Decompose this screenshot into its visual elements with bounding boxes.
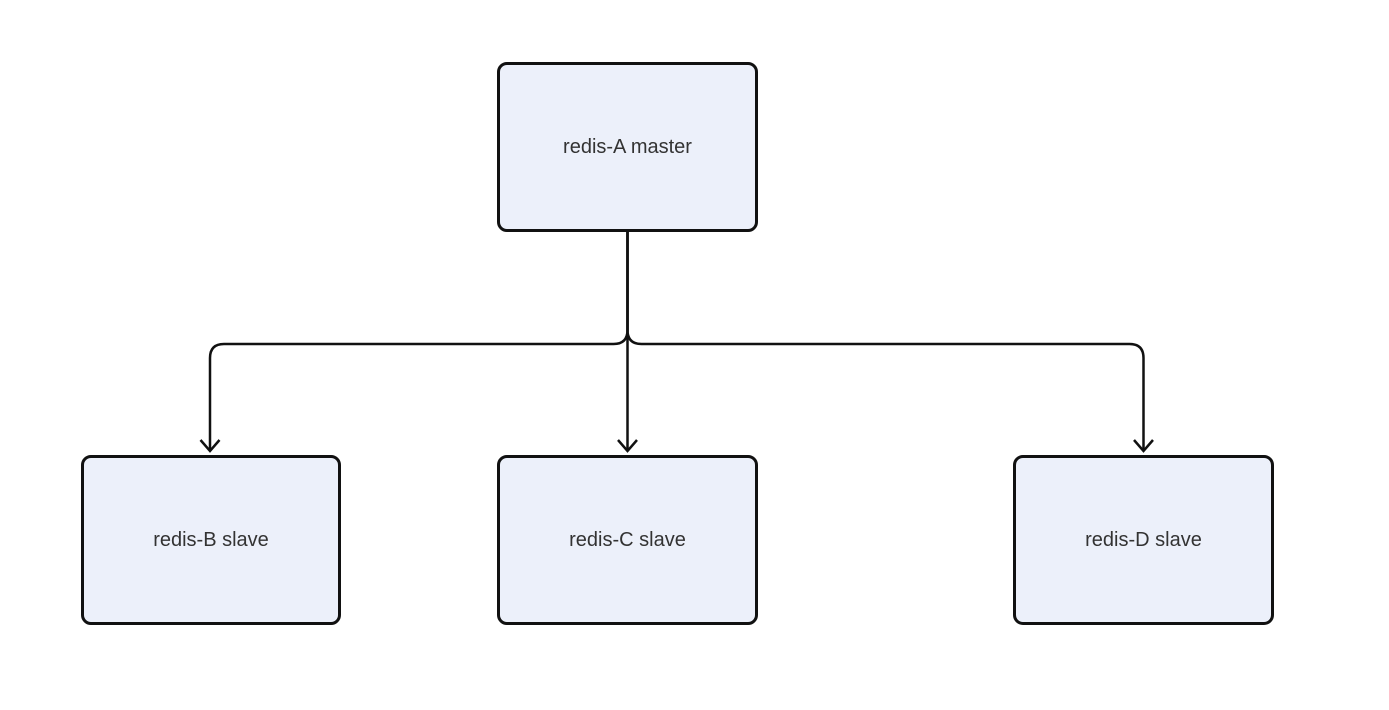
arrowhead-c (617, 439, 638, 453)
node-redis-a-master: redis-A master (497, 62, 758, 232)
node-label: redis-D slave (1085, 529, 1202, 551)
arrowhead-b (199, 439, 221, 453)
arrowhead-d (1133, 439, 1154, 453)
node-redis-d-slave: redis-D slave (1013, 455, 1274, 625)
node-label: redis-A master (563, 136, 692, 158)
node-label: redis-C slave (569, 529, 686, 551)
edge-a-to-b (208, 232, 629, 450)
node-redis-c-slave: redis-C slave (497, 455, 758, 625)
node-label: redis-B slave (153, 529, 269, 551)
node-redis-b-slave: redis-B slave (81, 455, 341, 625)
edge-a-to-d (626, 232, 1145, 450)
